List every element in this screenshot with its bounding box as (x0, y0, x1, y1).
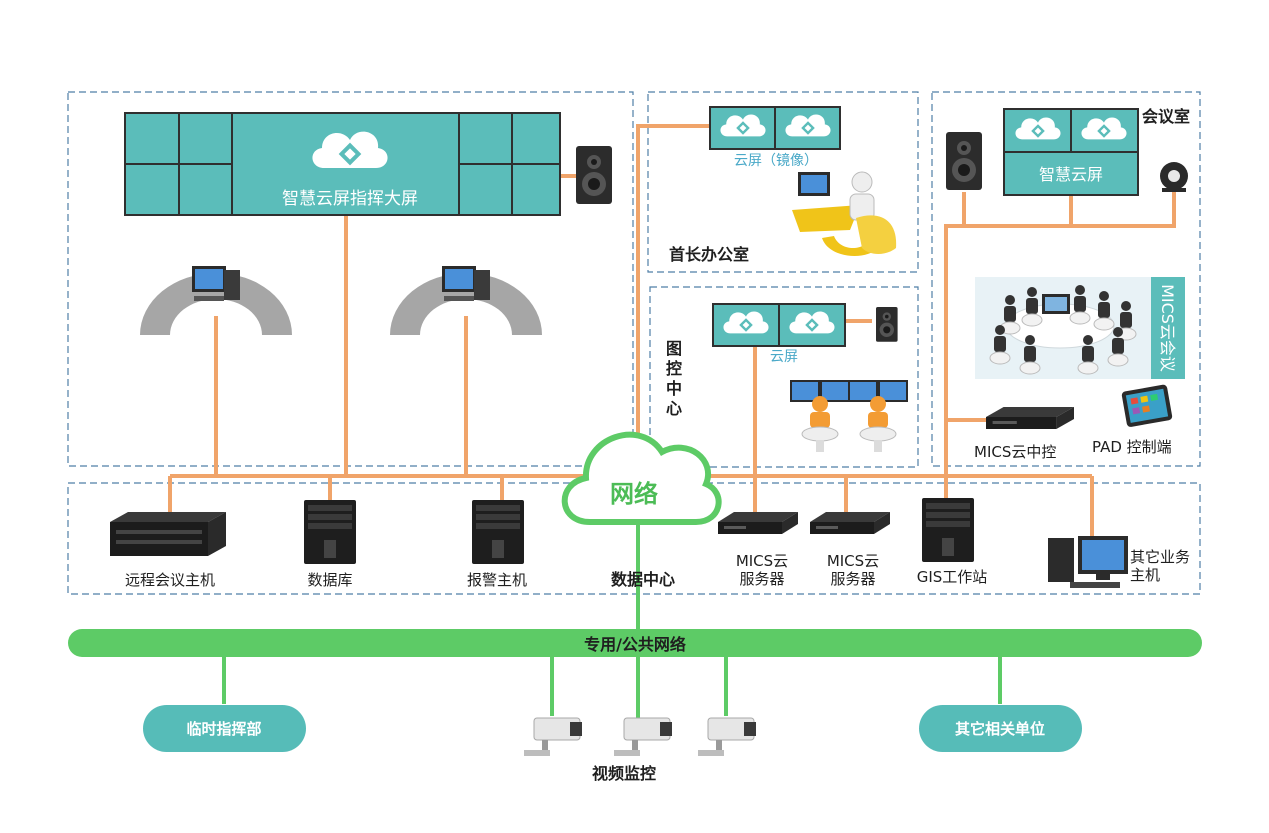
graphics-center-screen (712, 303, 846, 347)
command-hall-region (67, 91, 634, 467)
device-label: 报警主机 (467, 571, 527, 589)
other-business-host: 其它业务 主机 (1048, 536, 1190, 588)
operator-icon (789, 379, 851, 453)
workstation-right (390, 266, 542, 335)
cctv-camera-icon (523, 717, 583, 757)
cctv-camera-icon (613, 717, 673, 757)
public-network-bar (68, 629, 1202, 657)
orange-connections (168, 124, 1176, 546)
meeting-room-screen: 智慧云屏 (1003, 108, 1139, 196)
device-label: 主机 (1130, 566, 1160, 584)
gis-workstation: GIS工作站 (917, 498, 988, 586)
pad-label: PAD 控制端 (1092, 438, 1172, 456)
other-units-node: 其它相关单位 (919, 705, 1082, 752)
mics-cloud-server-2: MICS云 服务器 (810, 512, 890, 588)
rack-server-icon (718, 512, 798, 534)
speaker-icon (876, 307, 898, 342)
alarm-host: 报警主机 (467, 500, 527, 589)
data-center-label: 数据中心 (611, 570, 675, 589)
meeting-photo (975, 277, 1151, 379)
device-label: GIS工作站 (917, 568, 988, 586)
device-label: 其它业务 (1130, 548, 1190, 566)
mics-banner (1151, 277, 1185, 379)
chief-office-label: 首长办公室 (669, 245, 749, 264)
green-network (222, 520, 1002, 720)
rack-server-icon (810, 512, 890, 534)
rack-server-icon (986, 407, 1074, 429)
graphics-label-char: 心 (666, 399, 682, 418)
speaker-icon (946, 132, 982, 190)
graphics-center-vertical-label: 图 控 中 心 (666, 339, 682, 418)
mics-banner-text: MICS云会议 (1158, 284, 1177, 372)
video-monitor-label: 视频监控 (592, 764, 656, 783)
speaker-icon (576, 146, 612, 204)
controller-label: MICS云中控 (974, 443, 1056, 461)
webcam-icon (1160, 162, 1188, 192)
database-server: 数据库 (304, 500, 356, 589)
tower-server-icon (304, 500, 356, 564)
device-label: 服务器 (830, 570, 875, 588)
graphics-label-char: 中 (666, 379, 682, 398)
device-label: 服务器 (739, 570, 784, 588)
chief-office-region (647, 91, 919, 273)
mics-cloud-server-1: MICS云 服务器 (718, 512, 798, 588)
graphics-label-char: 图 (666, 339, 682, 358)
network-cloud-label: 网络 (610, 480, 658, 508)
meeting-room-region (931, 91, 1201, 467)
chief-office-screen (709, 106, 841, 150)
chief-desk-icon (792, 171, 897, 256)
temp-command-node: 临时指挥部 (143, 705, 306, 752)
public-network-label: 专用/公共网络 (584, 635, 686, 654)
other-units-label: 其它相关单位 (955, 720, 1045, 738)
meeting-screen-label: 智慧云屏 (1039, 165, 1103, 184)
device-label: MICS云 (827, 552, 879, 570)
network-cloud: 网络 (561, 431, 722, 525)
tower-server-icon (922, 498, 974, 562)
device-label: 数据库 (307, 571, 352, 589)
graphics-center-region (649, 286, 919, 468)
device-label: 远程会议主机 (125, 571, 215, 589)
tower-server-icon (472, 500, 524, 564)
device-label: MICS云 (736, 552, 788, 570)
cctv-camera-icon (697, 717, 757, 757)
temp-command-label: 临时指挥部 (186, 720, 261, 738)
operator-icon (847, 379, 909, 453)
tablet-icon (1121, 384, 1173, 427)
remote-conference-host: 远程会议主机 (110, 512, 226, 589)
graphics-screen-label: 云屏 (770, 349, 798, 365)
chief-screen-label: 云屏（镜像） (734, 153, 818, 169)
meeting-room-label: 会议室 (1142, 107, 1190, 126)
main-screen-label: 智慧云屏指挥大屏 (282, 189, 418, 209)
workstation-left (140, 266, 292, 335)
main-command-screen: 智慧云屏指挥大屏 (124, 112, 561, 216)
graphics-label-char: 控 (666, 359, 682, 378)
